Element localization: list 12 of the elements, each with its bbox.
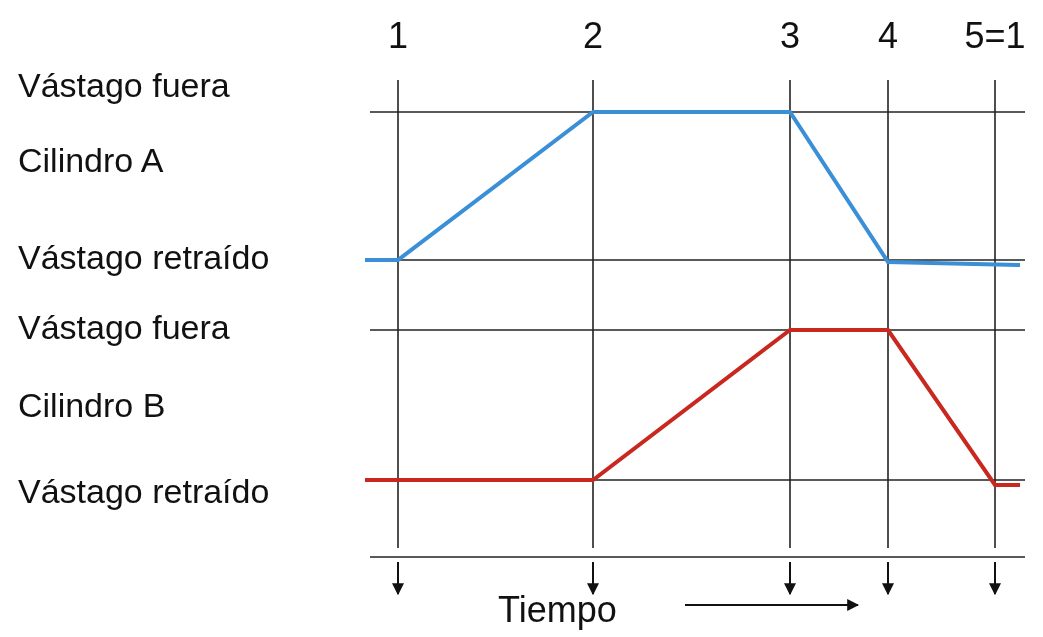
row-label: Vástago retraído	[18, 474, 270, 508]
step-number: 5=1	[964, 18, 1026, 54]
row-label: Vástago retraído	[18, 240, 270, 274]
row-label: Vástago fuera	[18, 68, 230, 102]
row-label: Vástago fuera	[18, 310, 230, 344]
step-number: 3	[780, 18, 801, 54]
row-label: Cilindro A	[18, 143, 164, 177]
step-number: 1	[388, 18, 409, 54]
step-number: 2	[583, 18, 604, 54]
row-label: Cilindro B	[18, 388, 166, 422]
axis-label: Tiempo	[498, 592, 617, 628]
step-number: 4	[878, 18, 899, 54]
